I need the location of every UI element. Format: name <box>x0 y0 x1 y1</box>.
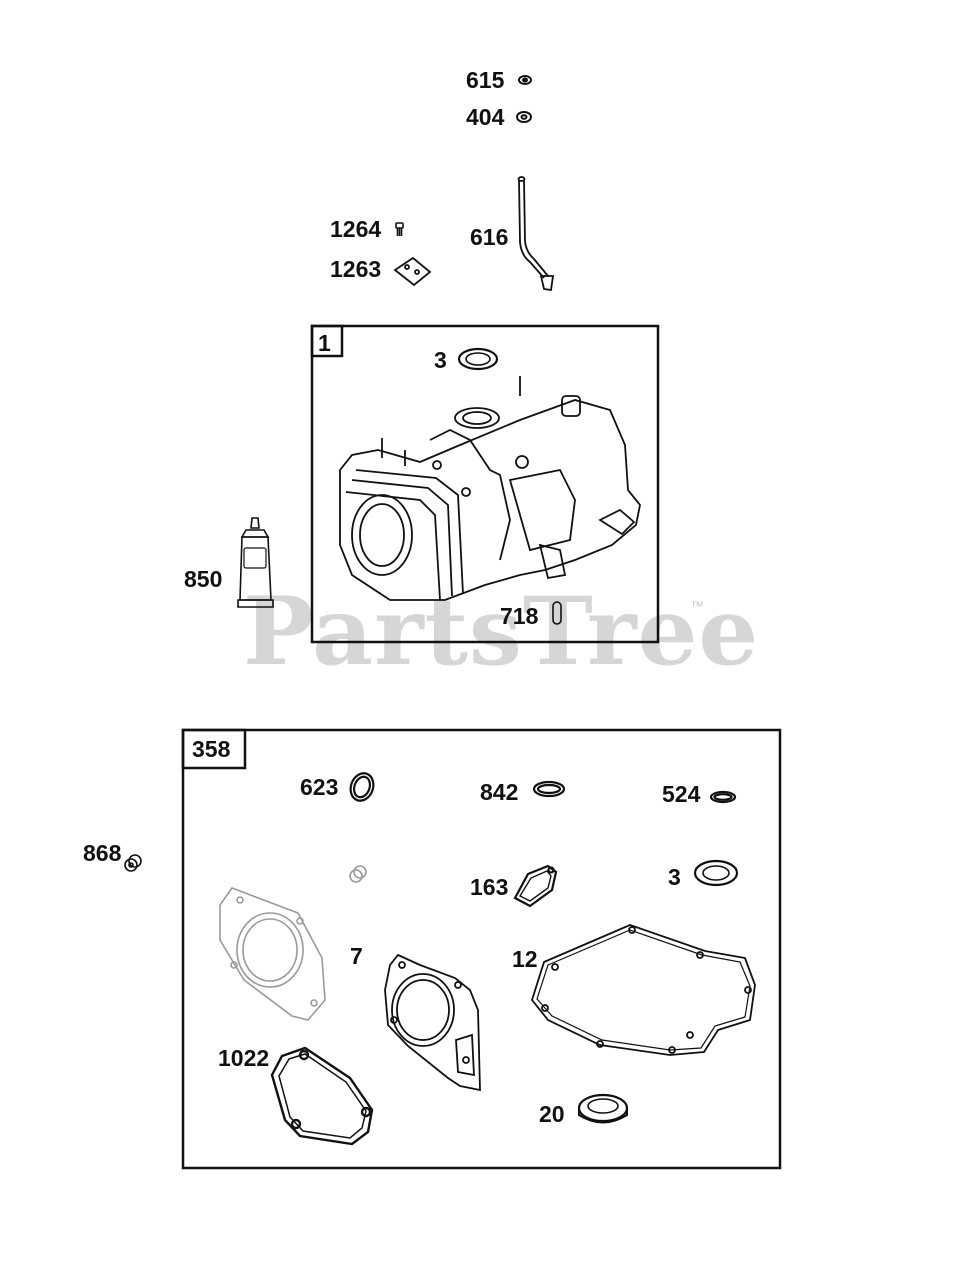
part-label-850[interactable]: 850 <box>184 566 223 592</box>
part-label-3-top[interactable]: 3 <box>434 347 447 373</box>
oil-seal-20-icon <box>577 1093 629 1124</box>
seal-3-top-icon <box>457 347 499 371</box>
dipstick-tube-616-icon <box>517 176 555 292</box>
part-label-7[interactable]: 7 <box>350 943 363 969</box>
oring-524-icon <box>709 790 737 804</box>
fitting-868-icon <box>124 854 142 872</box>
watermark-text: PartsTree <box>243 577 760 687</box>
watermark-trademark: ™ <box>690 598 704 614</box>
plate-1263-icon <box>393 256 432 287</box>
crankcase-gasket-12-icon <box>530 924 756 1056</box>
screw-1264-icon <box>395 222 404 236</box>
part-label-616[interactable]: 616 <box>470 224 509 250</box>
washer-404-icon <box>516 111 532 123</box>
part-label-1022[interactable]: 1022 <box>218 1045 270 1071</box>
oring-623-icon <box>349 772 375 802</box>
gasket-163-icon <box>513 864 558 908</box>
part-label-12[interactable]: 12 <box>512 946 538 972</box>
head-gasket-7-icon <box>384 953 481 1092</box>
part-label-1263[interactable]: 1263 <box>330 256 382 282</box>
part-label-20[interactable]: 20 <box>539 1101 565 1127</box>
part-label-1264[interactable]: 1264 <box>330 216 382 242</box>
group-1-tag-box <box>310 324 344 358</box>
part-label-623[interactable]: 623 <box>300 774 339 800</box>
part-label-842[interactable]: 842 <box>480 779 519 805</box>
valve-cover-gasket-1022-icon <box>270 1046 374 1146</box>
seal-3-bottom-icon <box>693 859 739 887</box>
nut-615-icon <box>518 75 532 85</box>
group-358-tag: 358 <box>192 736 231 762</box>
oring-842-icon <box>532 780 566 798</box>
group-358-tag-box <box>181 728 247 770</box>
group-1-box <box>310 324 660 644</box>
part-label-718[interactable]: 718 <box>500 603 539 629</box>
part-label-868[interactable]: 868 <box>83 840 122 866</box>
part-label-524[interactable]: 524 <box>662 781 701 807</box>
sealant-tube-850-icon <box>237 517 274 608</box>
dowel-pin-718-icon <box>552 601 562 625</box>
head-gasket-ghost-icon <box>219 887 326 1021</box>
part-label-163[interactable]: 163 <box>470 874 509 900</box>
part-label-3-bottom[interactable]: 3 <box>668 864 681 890</box>
part-label-404[interactable]: 404 <box>466 104 505 130</box>
group-1-tag: 1 <box>318 330 331 356</box>
group-358-box <box>181 728 782 1170</box>
part-label-615[interactable]: 615 <box>466 67 505 93</box>
fitting-ghost-icon <box>349 865 367 883</box>
cylinder-block-1-icon <box>339 376 641 601</box>
